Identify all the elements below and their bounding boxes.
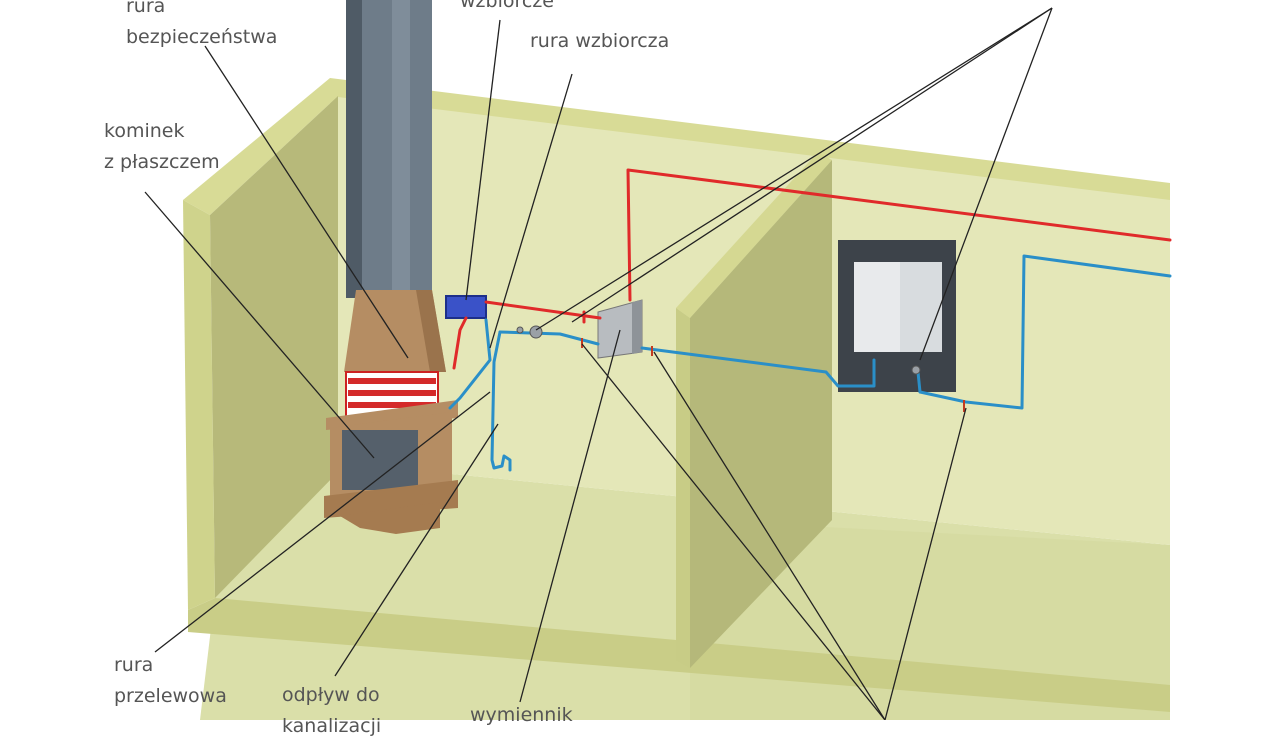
fireplace-heating-diagram: rura bezpieczeństwa wzbiorcze rura wzbio… [104,0,1172,737]
label-line: wymiennik [470,704,573,726]
left-wall-outer-face [183,200,215,610]
boiler-valve [911,365,921,375]
left-wall-inner-face [210,96,338,598]
label-line: rura wzbiorcza [530,30,670,52]
jacket-stripe-3 [348,402,436,408]
fireplace-hood-shadow [416,290,446,372]
label-rura-przelewowa: rura przelewowa [114,650,227,712]
label-line: kanalizacji [282,715,382,737]
valve-small [516,326,524,334]
partition-wall-left-face [676,308,690,668]
chimney-flue-side [346,0,362,298]
label-line: wzbiorcze [460,0,554,12]
fireplace-firebox [342,430,418,490]
diagram-illustration [144,0,1172,720]
boiler-tank-shade [900,262,942,352]
chimney-flue [346,0,432,298]
label-line: rura [114,654,154,676]
chimney-flue-light [392,0,410,298]
return-pipes [448,254,1172,472]
label-odplyw: odpływ do kanalizacji [282,680,381,742]
label-naczynie-wzbiorcze: wzbiorcze [460,0,554,17]
jacket-stripe-1 [348,378,436,384]
label-line: odpływ do [282,684,380,706]
label-line: z płaszczem [104,151,220,173]
supply-pipes [452,168,1172,370]
label-kominek: kominek z płaszczem [104,116,220,178]
label-line: przelewowa [114,685,227,707]
fireplace-mantel [326,400,458,430]
label-line: rura [126,0,166,17]
label-rura-bezpieczenstwa: rura bezpieczeństwa [126,0,277,53]
fireplace-foot [340,502,440,534]
heat-exchanger-side [632,300,642,354]
leader-lines [144,7,1053,720]
partition-wall-top [676,152,832,318]
circulation-pump [529,325,543,339]
label-line: bezpieczeństwa [126,26,278,48]
partition-wall-right-face [690,160,832,668]
label-wymiennik: wymiennik [470,700,573,731]
label-rura-wzbiorcza: rura wzbiorcza [530,26,669,57]
label-line: kominek [104,120,185,142]
left-wall-top [183,78,338,215]
jacket-stripe-2 [348,390,436,396]
back-wall-top-edge [330,78,1170,200]
